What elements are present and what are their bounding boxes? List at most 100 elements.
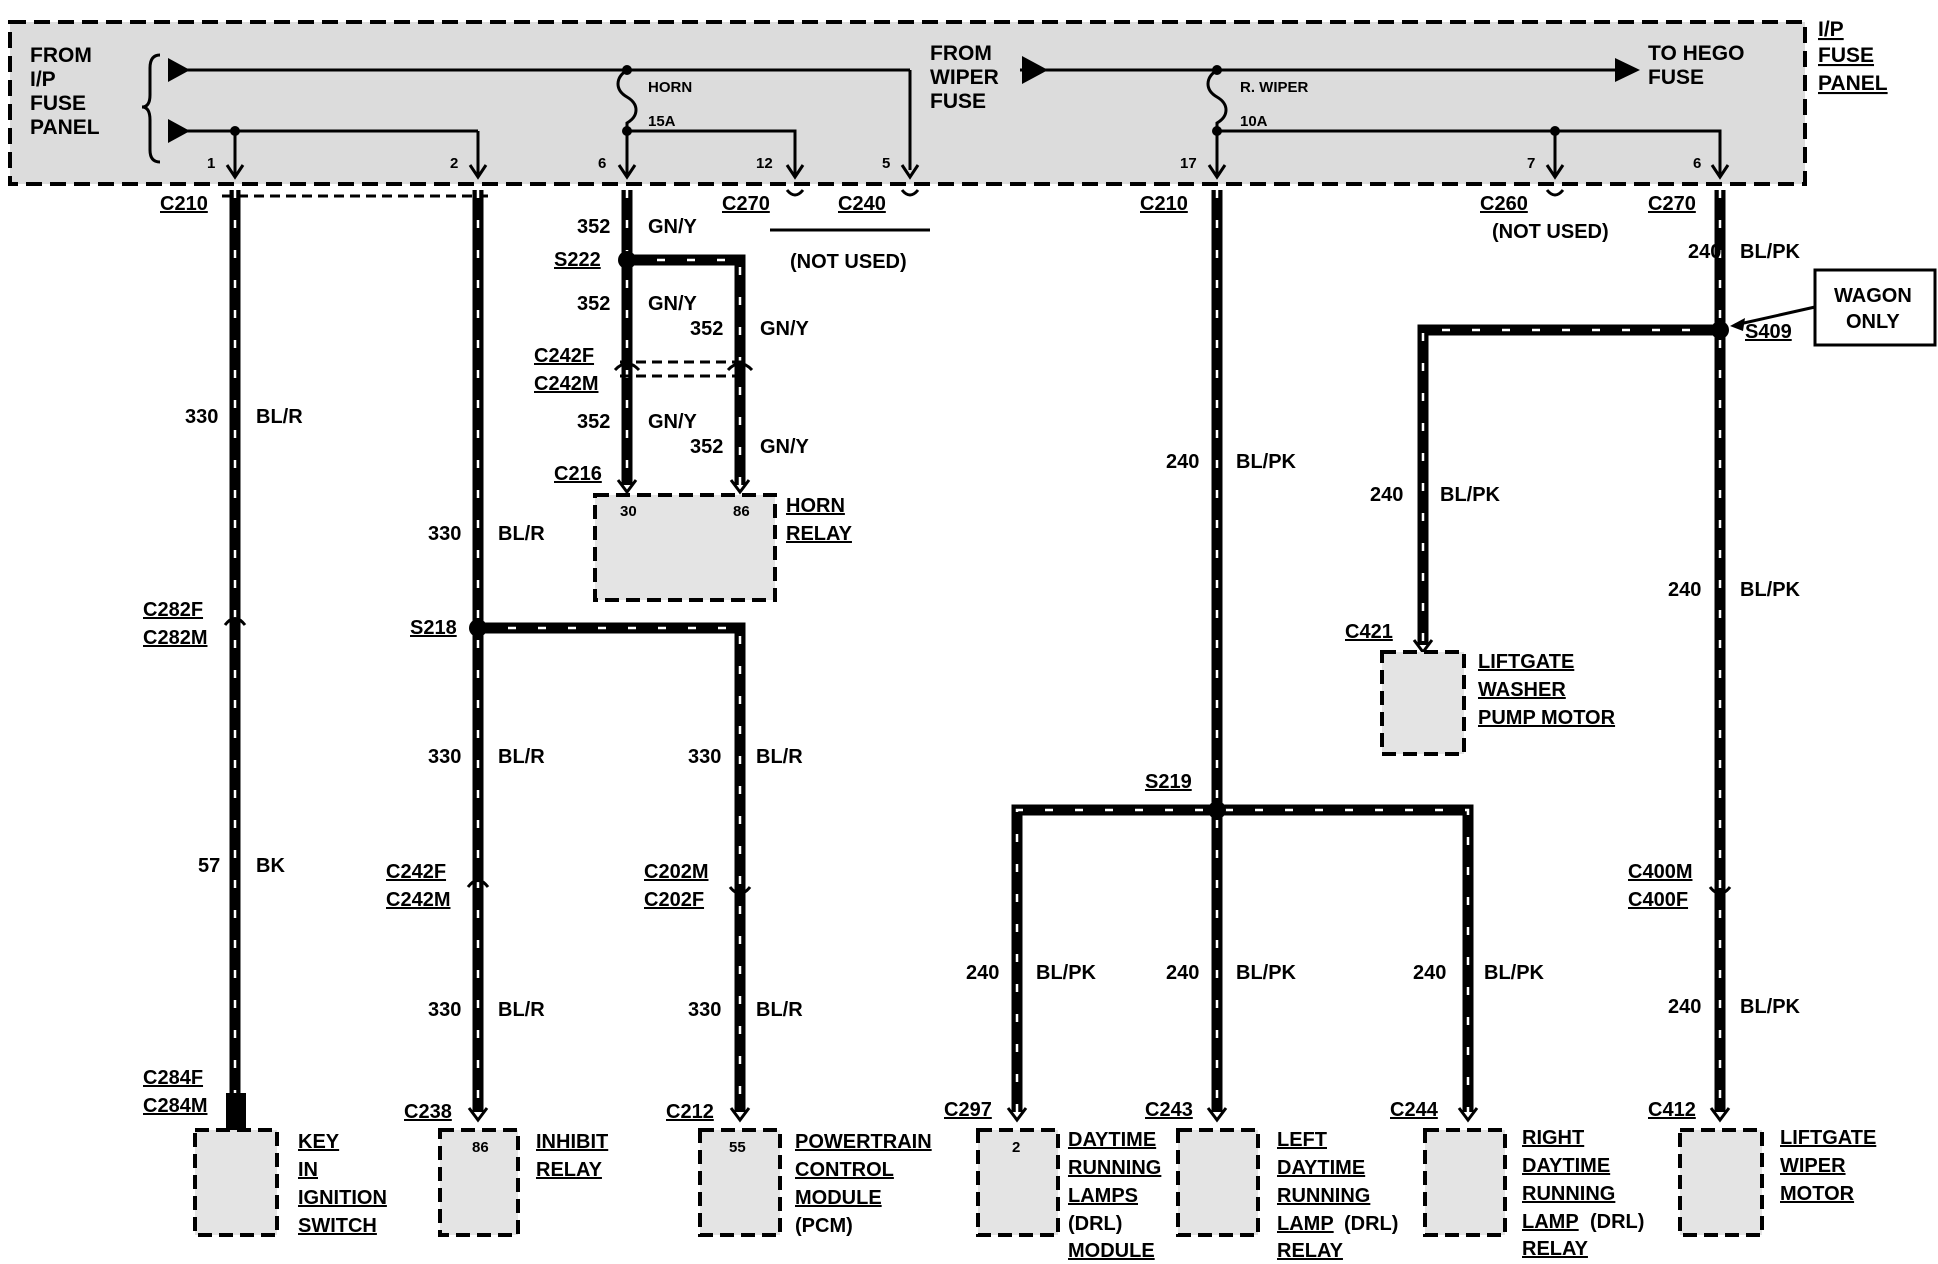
wire-240-a-col: BL/PK: [1236, 451, 1297, 473]
inhibit-relay-label-2: RELAY: [536, 1159, 603, 1181]
pin-label-1: 1: [207, 155, 215, 172]
wire-352-d-col: GN/Y: [648, 411, 698, 433]
s219-splice: [1208, 801, 1226, 819]
left-drl-relay-box: [1176, 1128, 1260, 1237]
label-c242f-b: C242F: [386, 861, 446, 883]
wire-labels: 352 GN/Y 352 GN/Y 352 GN/Y 352 GN/Y 352 …: [185, 216, 1801, 1021]
label-c282f: C282F: [143, 599, 203, 621]
label-c421: C421: [1345, 621, 1393, 643]
from-wiper-label-2: WIPER: [930, 66, 999, 89]
pcm-box: [698, 1128, 782, 1237]
drl-module-label-2: RUNNING: [1068, 1157, 1161, 1179]
wire-240-d-num: 240: [1668, 579, 1701, 601]
c260-stub: [1545, 189, 1565, 197]
label-c284m: C284M: [143, 1095, 207, 1117]
pcm-label-2: CONTROL: [795, 1159, 894, 1181]
wire-330-d-col: BL/R: [498, 999, 545, 1021]
label-c400f: C400F: [1628, 889, 1688, 911]
drl-module-label-5: MODULE: [1068, 1240, 1155, 1262]
wire-352-a-num: 352: [577, 216, 610, 238]
from-wiper-label-3: FUSE: [930, 90, 986, 113]
wire-330-e-num: 330: [688, 746, 721, 768]
wire-240-c-num: 240: [1370, 484, 1403, 506]
wiper-fuse-symbol: [1206, 68, 1228, 175]
wire-240-b-col: BL/PK: [1740, 241, 1801, 263]
key-switch-label-3: IGNITION: [298, 1187, 387, 1209]
left-drl-label-3: RUNNING: [1277, 1185, 1370, 1207]
wire-s218-branch: [478, 622, 746, 1112]
label-c282m: C282M: [143, 627, 207, 649]
label-c202m: C202M: [644, 861, 708, 883]
wire-352-c-num: 352: [690, 318, 723, 340]
ip-feed-arrow-upper: [168, 58, 190, 82]
label-c242m-b: C242M: [386, 889, 450, 911]
horn-relay-pin-30: 30: [620, 503, 637, 520]
wire-352-d-num: 352: [577, 411, 610, 433]
label-c210b: C210: [1140, 193, 1188, 215]
wire-240-c-col: BL/PK: [1440, 484, 1501, 506]
wire-352-e-num: 352: [690, 436, 723, 458]
ip-fuse-panel-title-3: PANEL: [1818, 72, 1888, 95]
pcm-label-1: POWERTRAIN: [795, 1131, 932, 1153]
wire-330-c-num: 330: [428, 746, 461, 768]
wire-s219-branch: [1011, 804, 1474, 1112]
right-drl-label-2: DAYTIME: [1522, 1155, 1610, 1177]
drl-module-label-4: (DRL): [1068, 1213, 1122, 1235]
wire-330-c-col: BL/R: [498, 746, 545, 768]
pin-label-12: 12: [756, 155, 773, 172]
wagon-only-label-2: ONLY: [1846, 311, 1900, 333]
pin-label-7: 7: [1527, 155, 1535, 172]
right-drl-relay-box: [1423, 1128, 1507, 1237]
s409-splice: [1711, 321, 1729, 339]
key-switch-label-1: KEY: [298, 1131, 340, 1153]
wagon-only-pointer: [1734, 305, 1816, 327]
pin-label-5: 5: [882, 155, 890, 172]
horn-fuse-line-pin12: [627, 129, 797, 175]
wiper-fuse-line-pin6: [1217, 129, 1722, 175]
drl-module-box: [976, 1128, 1060, 1237]
wire-352-a-col: GN/Y: [648, 216, 698, 238]
wire-240-e-col: BL/PK: [1036, 962, 1097, 984]
ip-feed-node-lower: [230, 126, 240, 136]
horn-fuse-symbol: [616, 68, 638, 175]
wire-330-a-col: BL/R: [256, 406, 303, 428]
wiper-fuse-amp: 10A: [1240, 113, 1268, 130]
horn-fuse-amp: 15A: [648, 113, 676, 130]
label-c202f: C202F: [644, 889, 704, 911]
label-s222: S222: [554, 249, 601, 271]
label-not-used-1: (NOT USED): [790, 251, 907, 273]
wire-240-a-num: 240: [1166, 451, 1199, 473]
component-arrowheads: [467, 479, 1731, 1123]
liftgate-washer-label-3: PUMP MOTOR: [1478, 707, 1616, 729]
wagon-only-label-1: WAGON: [1834, 285, 1912, 307]
ip-feed-arrow-lower: [168, 119, 190, 143]
wire-240-g-col: BL/PK: [1484, 962, 1545, 984]
to-hego-label-2: FUSE: [1648, 66, 1704, 89]
label-c212: C212: [666, 1101, 714, 1123]
left-drl-label-2: DAYTIME: [1277, 1157, 1365, 1179]
pin-label-6b: 6: [1693, 155, 1701, 172]
from-ip-label-4: PANEL: [30, 116, 100, 139]
inhibit-relay-pin: 86: [472, 1139, 489, 1156]
label-c210a: C210: [160, 193, 208, 215]
wire-57-num: 57: [198, 855, 220, 877]
right-drl-label-3: RUNNING: [1522, 1183, 1615, 1205]
wire-330-d-num: 330: [428, 999, 461, 1021]
wire-57-col: BK: [256, 855, 285, 877]
right-drl-label-1: RIGHT: [1522, 1127, 1584, 1149]
pcm-label-3: MODULE: [795, 1187, 882, 1209]
drl-module-label-3: LAMPS: [1068, 1185, 1138, 1207]
wire-s409-branch: [1417, 324, 1720, 645]
inline-connector-symbols: [223, 360, 1732, 895]
wire-330-b-col: BL/R: [498, 523, 545, 545]
pcm-label-4: (PCM): [795, 1215, 853, 1237]
wire-240-e-num: 240: [966, 962, 999, 984]
wire-352-b-num: 352: [577, 293, 610, 315]
label-s218: S218: [410, 617, 457, 639]
wire-330-f-col: BL/R: [756, 999, 803, 1021]
wire-352-b-col: GN/Y: [648, 293, 698, 315]
right-drl-label-5: RELAY: [1522, 1238, 1589, 1260]
ip-fuse-panel-title-2: FUSE: [1818, 44, 1874, 67]
wire-330-e-col: BL/R: [756, 746, 803, 768]
